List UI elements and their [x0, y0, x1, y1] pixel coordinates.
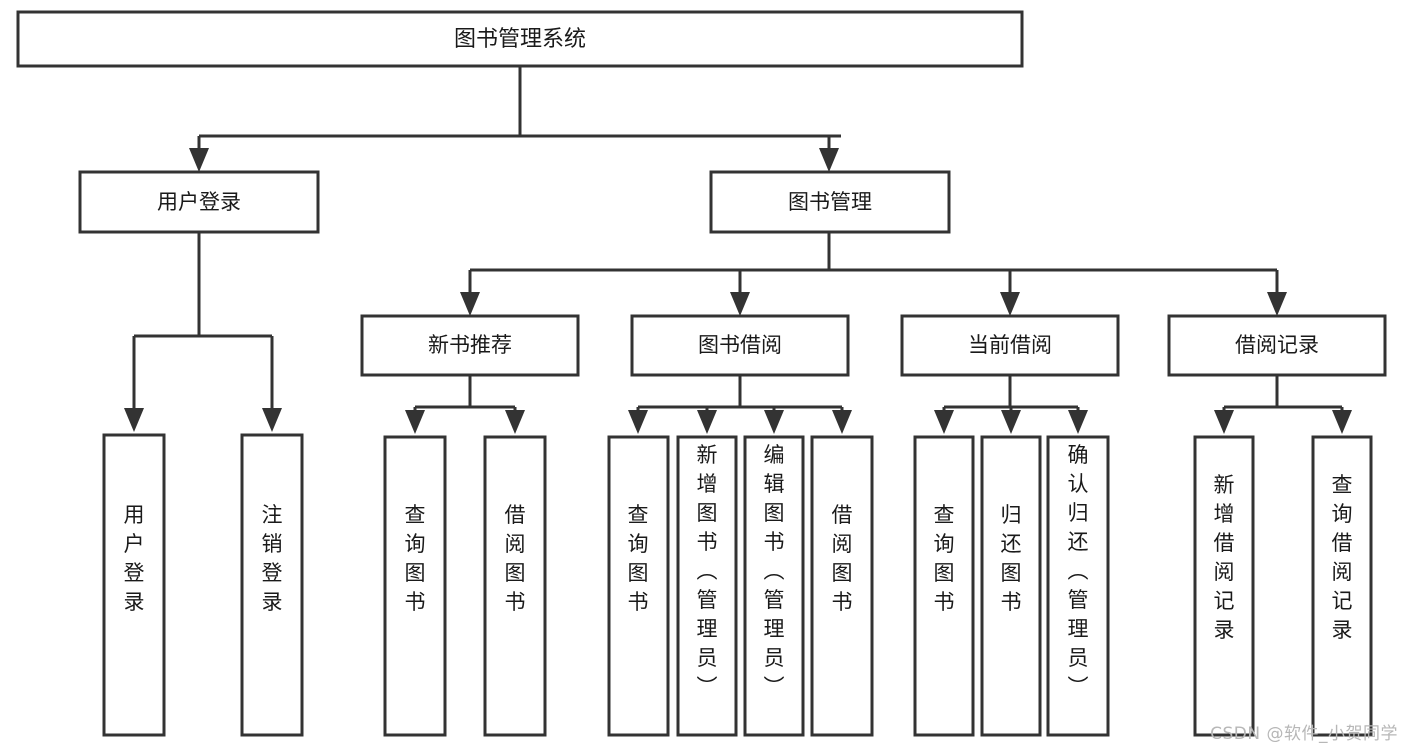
leaf-query-book-1-label: 查询图书	[405, 503, 426, 614]
node-current-box[interactable]	[900, 314, 1120, 377]
leaf-add-book-label: 新增图书︵管理员︶	[697, 443, 718, 699]
node-bookmgmt-label: 图书管理	[788, 190, 872, 214]
node-login[interactable]: 用户登录	[78, 170, 320, 234]
leaf-user-logout-box[interactable]	[240, 433, 304, 737]
node-borrow[interactable]: 图书借阅	[630, 314, 850, 377]
leaf-edit-book-box[interactable]	[743, 435, 805, 737]
arrow-record-leaf-1	[1214, 410, 1234, 434]
leaf-user-login[interactable]: 用户登录	[102, 433, 166, 737]
leaf-query-book-3[interactable]: 查询图书	[913, 435, 975, 737]
arrow-borrow-leaf-1	[628, 410, 648, 434]
node-borrow-label: 图书借阅	[698, 333, 782, 357]
leaf-borrow-book-1-label: 借阅图书	[505, 503, 526, 614]
arrow-borrow-leaf-3	[764, 410, 784, 434]
node-login-box[interactable]	[78, 170, 320, 234]
leaf-add-book-box[interactable]	[676, 435, 738, 737]
leaf-user-login-box[interactable]	[102, 433, 166, 737]
arrow-bookmgmt-record	[1267, 292, 1287, 316]
arrow-bookmgmt-current	[1000, 292, 1020, 316]
node-record-box[interactable]	[1167, 314, 1387, 377]
arrow-newbook-leaf-1	[405, 410, 425, 434]
leaf-query-record-box[interactable]	[1311, 435, 1373, 737]
arrow-root-to-login	[189, 148, 209, 172]
connector-group-bookmgmt	[460, 232, 1287, 316]
leaf-confirm-return-box[interactable]	[1046, 435, 1110, 737]
arrow-borrow-leaf-2	[697, 410, 717, 434]
leaf-edit-book-label: 编辑图书︵管理员︶	[764, 443, 785, 699]
node-root[interactable]: 图书管理系统	[16, 10, 1024, 68]
arrow-newbook-leaf-2	[505, 410, 525, 434]
node-root-box[interactable]	[16, 10, 1024, 68]
node-newbook-label: 新书推荐	[428, 333, 512, 357]
csdn-watermark: CSDN @软件_小贺同学	[1210, 724, 1398, 744]
node-borrow-box[interactable]	[630, 314, 850, 377]
arrow-bookmgmt-borrow	[730, 292, 750, 316]
node-current[interactable]: 当前借阅	[900, 314, 1120, 377]
arrow-record-leaf-2	[1332, 410, 1352, 434]
leaf-query-record[interactable]: 查询借阅记录	[1311, 435, 1373, 737]
leaf-confirm-return[interactable]: 确认归还︵管理员︶	[1046, 435, 1110, 737]
leaf-return-book-box[interactable]	[980, 435, 1042, 737]
node-login-label: 用户登录	[157, 190, 241, 214]
leaf-borrow-book-1-box[interactable]	[483, 435, 547, 737]
arrow-current-leaf-3	[1068, 410, 1088, 434]
leaf-borrow-book-1[interactable]: 借阅图书	[483, 435, 547, 737]
connector-group-record	[1214, 375, 1352, 434]
leaf-return-book-label: 归还图书	[1001, 503, 1022, 614]
arrow-current-leaf-1	[934, 410, 954, 434]
leaf-user-login-label: 用户登录	[124, 503, 145, 614]
leaf-return-book[interactable]: 归还图书	[980, 435, 1042, 737]
leaf-query-record-label: 查询借阅记录	[1332, 473, 1353, 642]
connector-group-borrow	[628, 375, 852, 434]
leaf-edit-book[interactable]: 编辑图书︵管理员︶	[743, 435, 805, 737]
connector-group-login	[124, 232, 282, 432]
leaf-confirm-return-label: 确认归还︵管理员︶	[1068, 443, 1089, 699]
leaf-query-book-3-label: 查询图书	[934, 503, 955, 614]
node-record-label: 借阅记录	[1235, 333, 1319, 357]
leaf-query-book-3-box[interactable]	[913, 435, 975, 737]
leaf-user-logout[interactable]: 注销登录	[240, 433, 304, 737]
leaf-borrow-book-2-box[interactable]	[810, 435, 874, 737]
connector-group-root	[189, 66, 841, 172]
leaf-borrow-book-2[interactable]: 借阅图书	[810, 435, 874, 737]
leaf-add-record[interactable]: 新增借阅记录	[1193, 435, 1255, 737]
arrow-current-leaf-2	[1001, 410, 1021, 434]
leaf-query-book-1[interactable]: 查询图书	[383, 435, 447, 737]
node-newbook-box[interactable]	[360, 314, 580, 377]
arrow-borrow-leaf-4	[832, 410, 852, 434]
node-record[interactable]: 借阅记录	[1167, 314, 1387, 377]
arrow-login-leaf-2	[262, 408, 282, 432]
leaf-query-book-2[interactable]: 查询图书	[607, 435, 670, 737]
leaf-add-record-box[interactable]	[1193, 435, 1255, 737]
leaf-query-book-2-label: 查询图书	[628, 503, 649, 614]
connector-group-newbook	[405, 375, 525, 434]
arrow-root-to-bookmgmt	[819, 148, 839, 172]
leaf-add-book[interactable]: 新增图书︵管理员︶	[676, 435, 738, 737]
node-bookmgmt[interactable]: 图书管理	[709, 170, 951, 234]
arrow-bookmgmt-newbook	[460, 292, 480, 316]
node-bookmgmt-box[interactable]	[709, 170, 951, 234]
leaf-add-record-label: 新增借阅记录	[1214, 473, 1235, 642]
leaf-borrow-book-2-label: 借阅图书	[832, 503, 853, 614]
leaf-query-book-1-box[interactable]	[383, 435, 447, 737]
node-current-label: 当前借阅	[968, 333, 1052, 357]
leaf-query-book-2-box[interactable]	[607, 435, 670, 737]
arrow-login-leaf-1	[124, 408, 144, 432]
leaf-user-logout-label: 注销登录	[262, 503, 283, 614]
node-newbook[interactable]: 新书推荐	[360, 314, 580, 377]
connector-group-current	[934, 375, 1088, 434]
node-root-label: 图书管理系统	[454, 27, 586, 52]
